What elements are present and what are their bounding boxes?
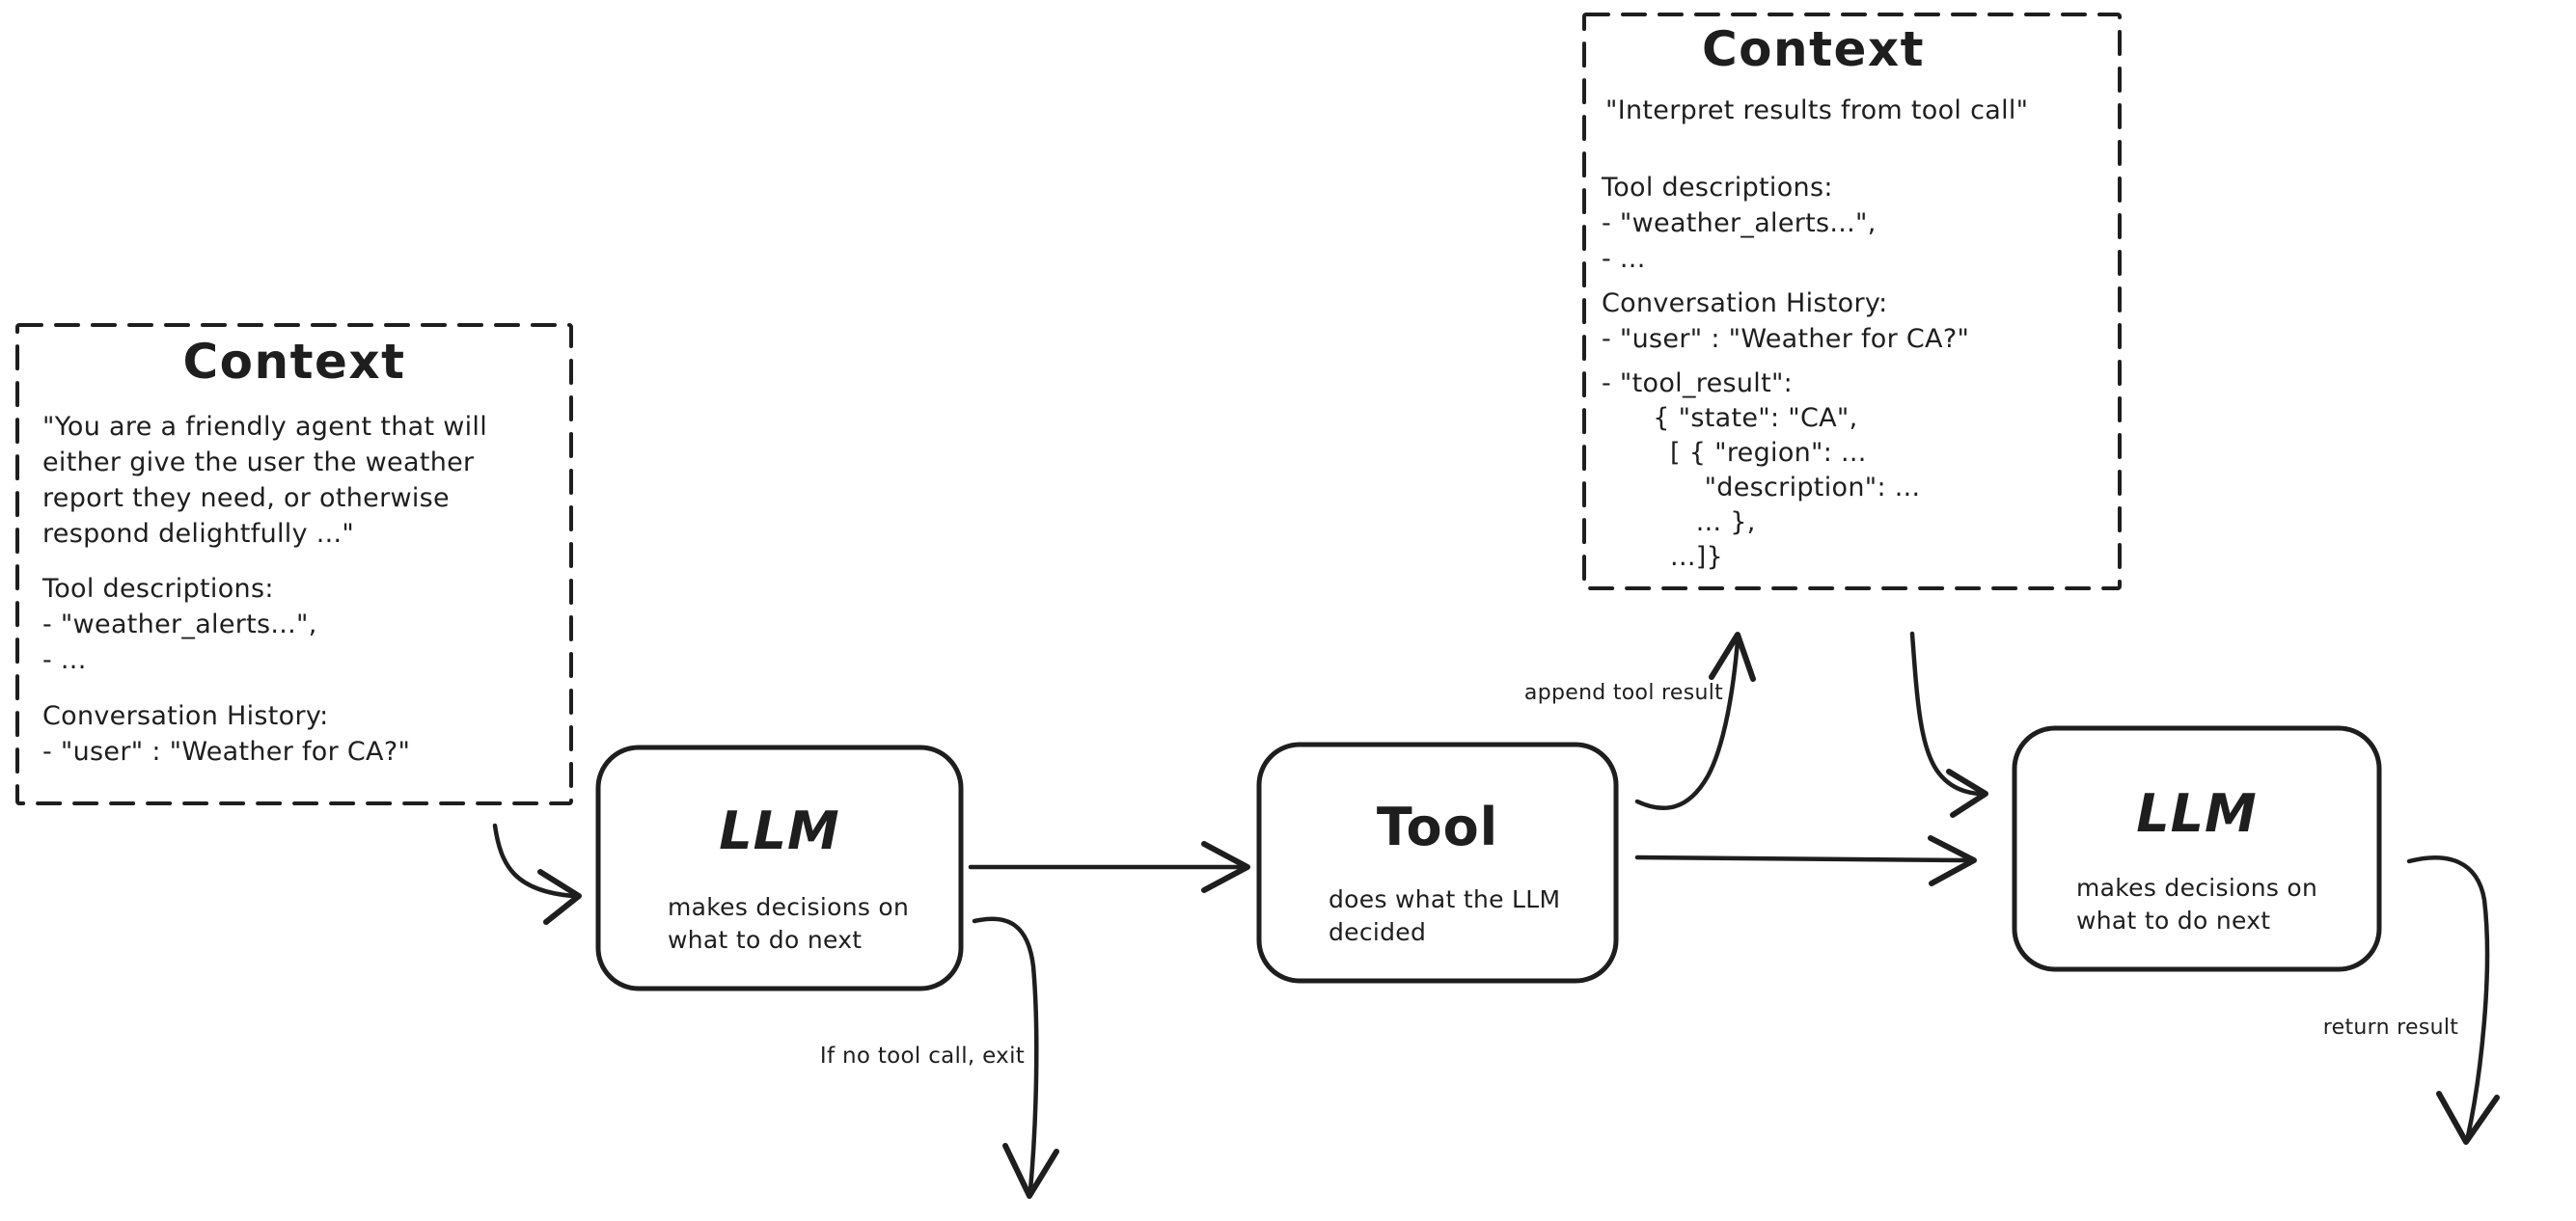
- llm-2-box-outline: [2012, 725, 2382, 972]
- tool-box-outline: [1256, 742, 1619, 984]
- llm-1-title: LLM: [719, 800, 840, 861]
- context-top-box-outline: [1582, 13, 2122, 590]
- context-top-title: Context: [1701, 21, 1926, 77]
- llm-2-title: LLM: [2136, 783, 2258, 844]
- llm-2-description: makes decisions on what to do next: [2076, 874, 2318, 935]
- arrow-llm1-to-tool: [968, 841, 1250, 893]
- arrow-llm1-exit: [972, 916, 1059, 1199]
- context-top-conversation-history: Conversation History: - "user" : "Weathe…: [1602, 288, 1970, 354]
- context-left-system-prompt: "You are a friendly agent that will eith…: [42, 412, 488, 549]
- context-left-box-outline: [15, 323, 573, 805]
- arrow-llm2-return: [2406, 855, 2500, 1145]
- context-left-title: Context: [182, 334, 406, 390]
- arrow-tool-to-llm2: [1634, 835, 1977, 886]
- context-left-conversation-history: Conversation History: - "user" : "Weathe…: [42, 701, 411, 767]
- edge-label-return-result: return result: [2322, 1016, 2459, 1040]
- edge-label-append-tool-result: append tool result: [1523, 681, 1724, 705]
- context-top-tool-result: - "tool_result": { "state": "CA", [ { "r…: [1602, 368, 1921, 572]
- llm-1-box-outline: [595, 745, 964, 991]
- arrow-tool-to-context-top: [1634, 632, 1756, 810]
- context-top-tool-descriptions: Tool descriptions: - "weather_alerts..."…: [1602, 173, 1877, 274]
- arrow-context-top-to-llm2: [1909, 631, 1988, 818]
- tool-title: Tool: [1376, 797, 1499, 857]
- tool-description: does what the LLM decided: [1329, 885, 1561, 946]
- context-left-tool-descriptions: Tool descriptions: - "weather_alerts..."…: [42, 574, 317, 675]
- context-top-system-prompt: "Interpret results from tool call": [1605, 95, 2029, 125]
- llm-1-description: makes decisions on what to do next: [668, 893, 910, 954]
- arrow-context-left-to-llm1: [492, 823, 582, 925]
- edge-label-if-no-tool-call-exit: If no tool call, exit: [819, 1044, 1026, 1069]
